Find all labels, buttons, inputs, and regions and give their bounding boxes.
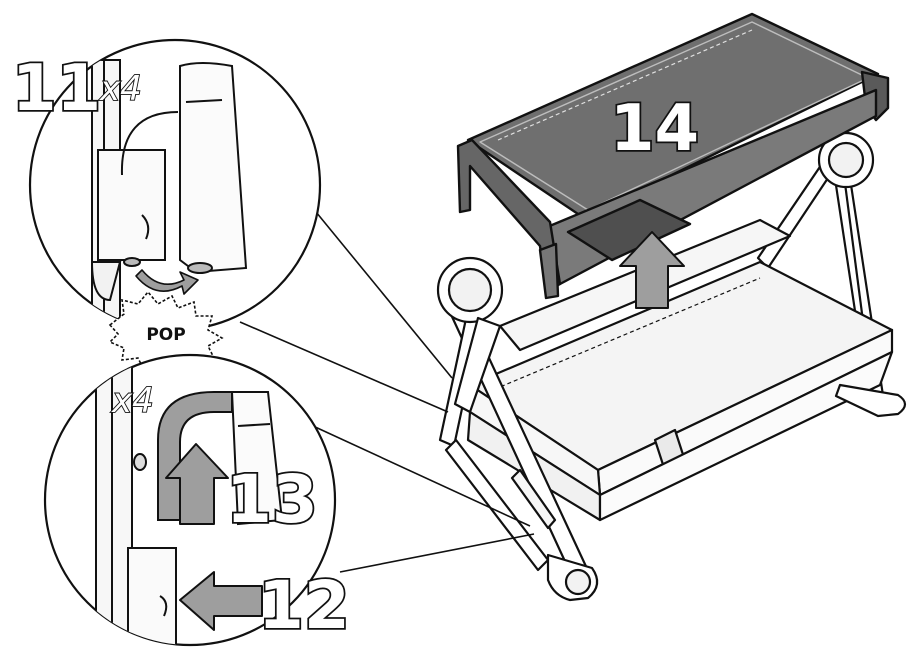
detail-bottom-pin [133,453,147,471]
leader-line-top-2 [239,321,449,413]
frame-hub-left-arm [453,316,502,414]
step-number-12: 12 [258,567,350,644]
detail-top-pin-right [187,262,213,274]
arrow-left-detail-icon [179,571,263,631]
arrow-up-main [619,231,685,309]
frame-hub-left-inner [447,267,493,313]
detail-bottom-clip [159,595,168,617]
detail-top-clip [141,214,150,240]
frame-foot-right [834,383,907,418]
detail-bottom-post-line [237,423,271,427]
pop-label: POP [146,325,185,345]
detail-top-bracket [97,149,166,261]
leader-lines [239,189,535,573]
step-number-14: 14 [610,92,699,166]
detail-bottom-bracket [127,547,177,645]
canopy-top [466,12,880,220]
detail-top-post-line [185,99,223,103]
frame-hub-right-inner [827,141,865,179]
pop-burst-shape [108,290,224,374]
detail-top-foot [90,261,122,302]
frame-side-bar-front [510,468,557,530]
canopy-leg-left [538,242,560,300]
arrow-up-icon [619,231,685,309]
detail-top-post [179,62,248,274]
bed-base-underside-2 [598,350,894,522]
detail-bottom-hook [157,391,233,521]
pop-burst: POP [108,290,224,374]
detail-top-multiplier: x4 [99,69,142,109]
bed-base-stitch [487,277,761,393]
step-number-11: 11 [12,52,101,126]
detail-bottom-multiplier: x4 [111,381,154,421]
detail-circle-top [28,38,322,332]
leader-line-bottom-2 [339,533,535,573]
leader-line-top-1 [297,189,453,379]
frame-foot-left-wheel [564,568,592,596]
bassinet-stand-illustration [436,131,907,602]
arrow-up-detail-icon [165,443,229,525]
detail-top-pin-left [123,257,141,267]
curved-arrow-right-icon [135,269,199,295]
detail-circle-bottom [43,353,337,647]
canopy-opening [566,198,692,262]
detail-top-post-curve [120,111,179,176]
step-number-13: 13 [226,461,318,538]
bassinet-canopy [456,12,890,300]
leader-line-bottom-1 [299,419,531,527]
